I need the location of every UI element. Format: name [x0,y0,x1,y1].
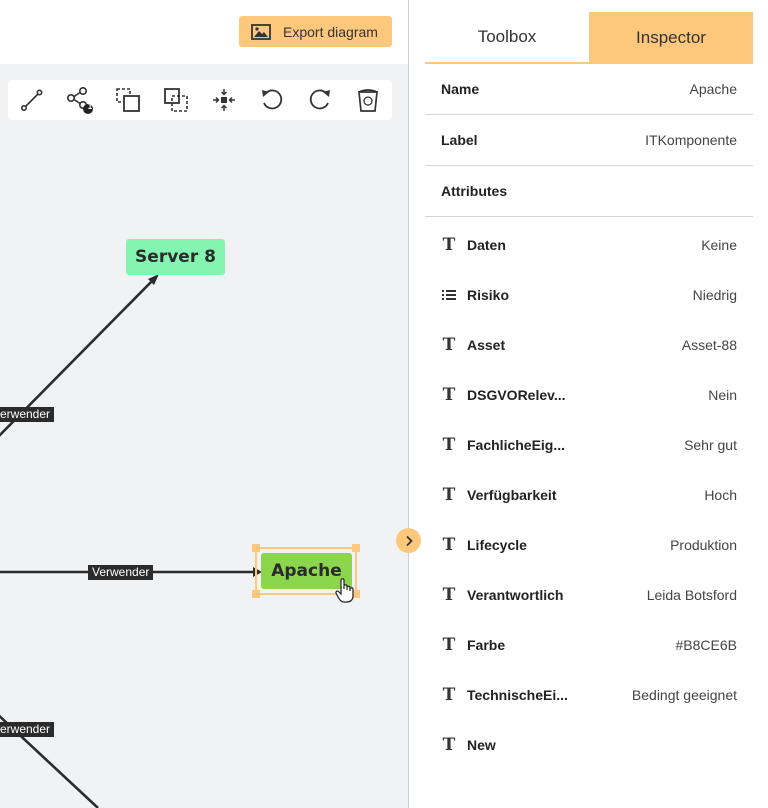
list-icon [441,286,457,304]
attribute-value: Nein [708,387,737,403]
attribute-row[interactable]: Risiko Niedrig [425,270,753,320]
attribute-value: Niedrig [692,287,737,303]
attribute-row[interactable]: T Lifecycle Produktion [425,520,753,570]
resize-handle[interactable] [352,590,360,598]
trash-icon[interactable] [354,86,382,114]
node-server-8[interactable]: Server 8 [126,239,225,275]
center-icon[interactable] [210,86,238,114]
attribute-value: Sehr gut [684,437,737,453]
selection-frame [255,547,357,595]
resize-handle[interactable] [352,544,360,552]
text-icon: T [442,585,456,605]
image-icon [251,23,271,40]
name-value: Apache [689,81,737,97]
attribute-row[interactable]: T Verantwortlich Leida Botsford [425,570,753,620]
chevron-right-icon [405,535,413,546]
share-icon[interactable]: 1 [66,86,94,114]
text-icon: T [442,385,456,405]
side-panel-tabs: Toolbox Inspector [425,12,753,64]
attribute-row[interactable]: T Verfügbarkeit Hoch [425,470,753,520]
attribute-row[interactable]: T TechnischeEi... Bedingt geeignet [425,670,753,720]
edge-label: erwender [0,722,55,737]
group-icon[interactable] [162,86,190,114]
attribute-row[interactable]: T New [425,720,753,770]
label-value: ITKomponente [645,132,737,148]
attribute-row[interactable]: T Daten Keine [425,220,753,270]
attribute-value: Asset-88 [681,337,737,353]
panel-divider [408,0,409,808]
select-area-icon[interactable] [114,86,142,114]
attribute-value: #B8CE6B [675,637,737,653]
attribute-key: TechnischeEi... [467,687,568,703]
attribute-key: FachlicheEig... [467,437,566,453]
diagram-edges [0,274,262,808]
attribute-value: Hoch [704,487,737,503]
share-badge: 1 [87,102,93,111]
canvas-header: Export diagram [0,0,408,64]
hand-cursor-icon [335,578,354,603]
attribute-value: Leida Botsford [646,587,737,603]
export-diagram-button[interactable]: Export diagram [239,16,392,47]
text-icon: T [442,635,456,655]
text-icon: T [442,335,456,355]
name-key: Name [441,81,480,97]
attribute-key: New [467,737,496,753]
name-row[interactable]: Name Apache [425,64,753,115]
attribute-value: Bedingt geeignet [631,687,737,703]
attributes-heading-row: Attributes [425,166,753,217]
panel-toggle-button[interactable] [396,528,421,553]
diagram-toolbar: 1 [8,80,392,120]
attribute-value: Keine [701,237,737,253]
resize-handle[interactable] [252,590,260,598]
resize-handle[interactable] [252,544,260,552]
text-icon: T [442,435,456,455]
attribute-row[interactable]: T Asset Asset-88 [425,320,753,370]
diagram-canvas[interactable]: Export diagram 1 [0,0,408,808]
attribute-key: Asset [467,337,506,353]
export-diagram-label: Export diagram [283,23,378,40]
attribute-key: Risiko [467,287,510,303]
attribute-row[interactable]: T FachlicheEig... Sehr gut [425,420,753,470]
text-icon: T [442,735,456,755]
text-icon: T [442,485,456,505]
attribute-key: Verantwortlich [467,587,564,603]
attribute-key: DSGVORelev... [467,387,566,403]
text-icon: T [442,535,456,555]
edge-label: erwender [0,407,55,422]
edge-label: Verwender [88,565,154,580]
attribute-key: Daten [467,237,506,253]
label-key: Label [441,132,478,148]
attribute-row[interactable]: T Farbe #B8CE6B [425,620,753,670]
attribute-key: Lifecycle [467,537,527,553]
undo-icon[interactable] [258,86,286,114]
node-apache[interactable]: Apache [261,553,352,589]
text-icon: T [442,235,456,255]
attribute-key: Verfügbarkeit [467,487,557,503]
attributes-heading: Attributes [441,183,508,199]
attribute-row[interactable]: T DSGVORelev... Nein [425,370,753,420]
tab-inspector[interactable]: Inspector [589,12,753,64]
tab-toolbox[interactable]: Toolbox [425,12,589,64]
connector-icon[interactable] [18,86,46,114]
attribute-key: Farbe [467,637,506,653]
text-icon: T [442,685,456,705]
label-row[interactable]: Label ITKomponente [425,115,753,166]
redo-icon[interactable] [306,86,334,114]
attribute-value: Produktion [670,537,737,553]
